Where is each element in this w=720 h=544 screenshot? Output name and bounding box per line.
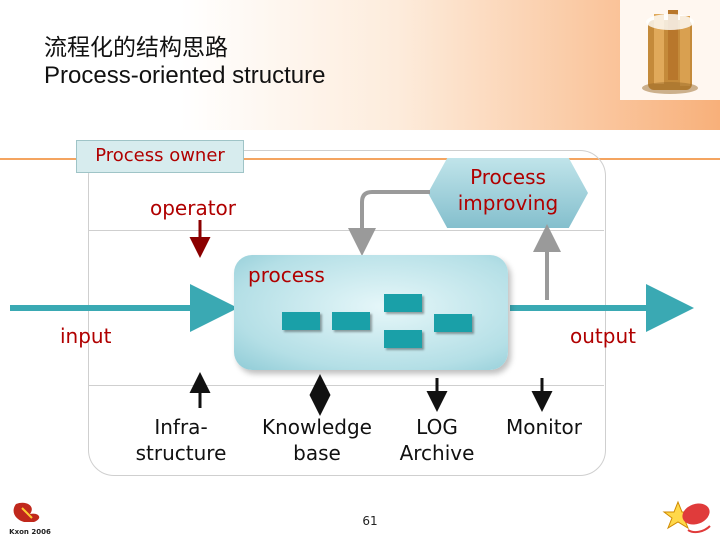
infrastructure-label: Infra- structure <box>126 414 236 466</box>
swimlane-divider-bottom <box>88 385 604 386</box>
knowledge-base-line-2: base <box>293 441 341 465</box>
process-improving-line-1: Process <box>470 165 546 189</box>
process-step-2 <box>332 312 370 330</box>
title-english: Process-oriented structure <box>44 62 326 89</box>
knowledge-base-line-1: Knowledge <box>262 415 372 439</box>
infrastructure-line-1: Infra- <box>154 415 208 439</box>
knowledge-base-label: Knowledge base <box>254 414 380 466</box>
operator-label: operator <box>150 196 237 220</box>
improvement-down-arrow <box>348 190 430 256</box>
process-label: process <box>248 263 325 287</box>
input-label: input <box>60 324 112 348</box>
header-divider <box>0 158 720 160</box>
title-chinese: 流程化的结构思路 <box>44 35 228 61</box>
process-owner-label: Process owner <box>76 140 244 173</box>
diagram-frame <box>88 150 606 476</box>
process-box <box>234 255 508 370</box>
process-improving-line-2: improving <box>457 191 559 215</box>
process-improving-shape <box>428 158 588 228</box>
monitor-line-1: Monitor <box>505 415 583 439</box>
footer-logo-text: Kxon 2006 <box>9 528 51 536</box>
infrastructure-line-2: structure <box>135 441 227 465</box>
process-step-3 <box>384 294 422 312</box>
swimlane-divider-top <box>88 230 604 231</box>
process-step-4 <box>384 330 422 348</box>
footer-star-emblem <box>658 496 716 540</box>
process-step-1 <box>282 312 320 330</box>
monitor-label: Monitor <box>496 414 592 440</box>
output-label: output <box>570 324 636 348</box>
corporate-logo-image <box>620 0 720 100</box>
page-number: 61 <box>362 514 378 528</box>
process-step-5 <box>434 314 472 332</box>
log-archive-line-1: LOG <box>416 415 458 439</box>
process-improving-label: Process improving <box>428 164 588 216</box>
log-archive-label: LOG Archive <box>392 414 482 466</box>
header-gradient <box>0 0 720 130</box>
log-archive-line-2: Archive <box>399 441 475 465</box>
footer-logo-image: Kxon 2006 <box>6 500 54 536</box>
